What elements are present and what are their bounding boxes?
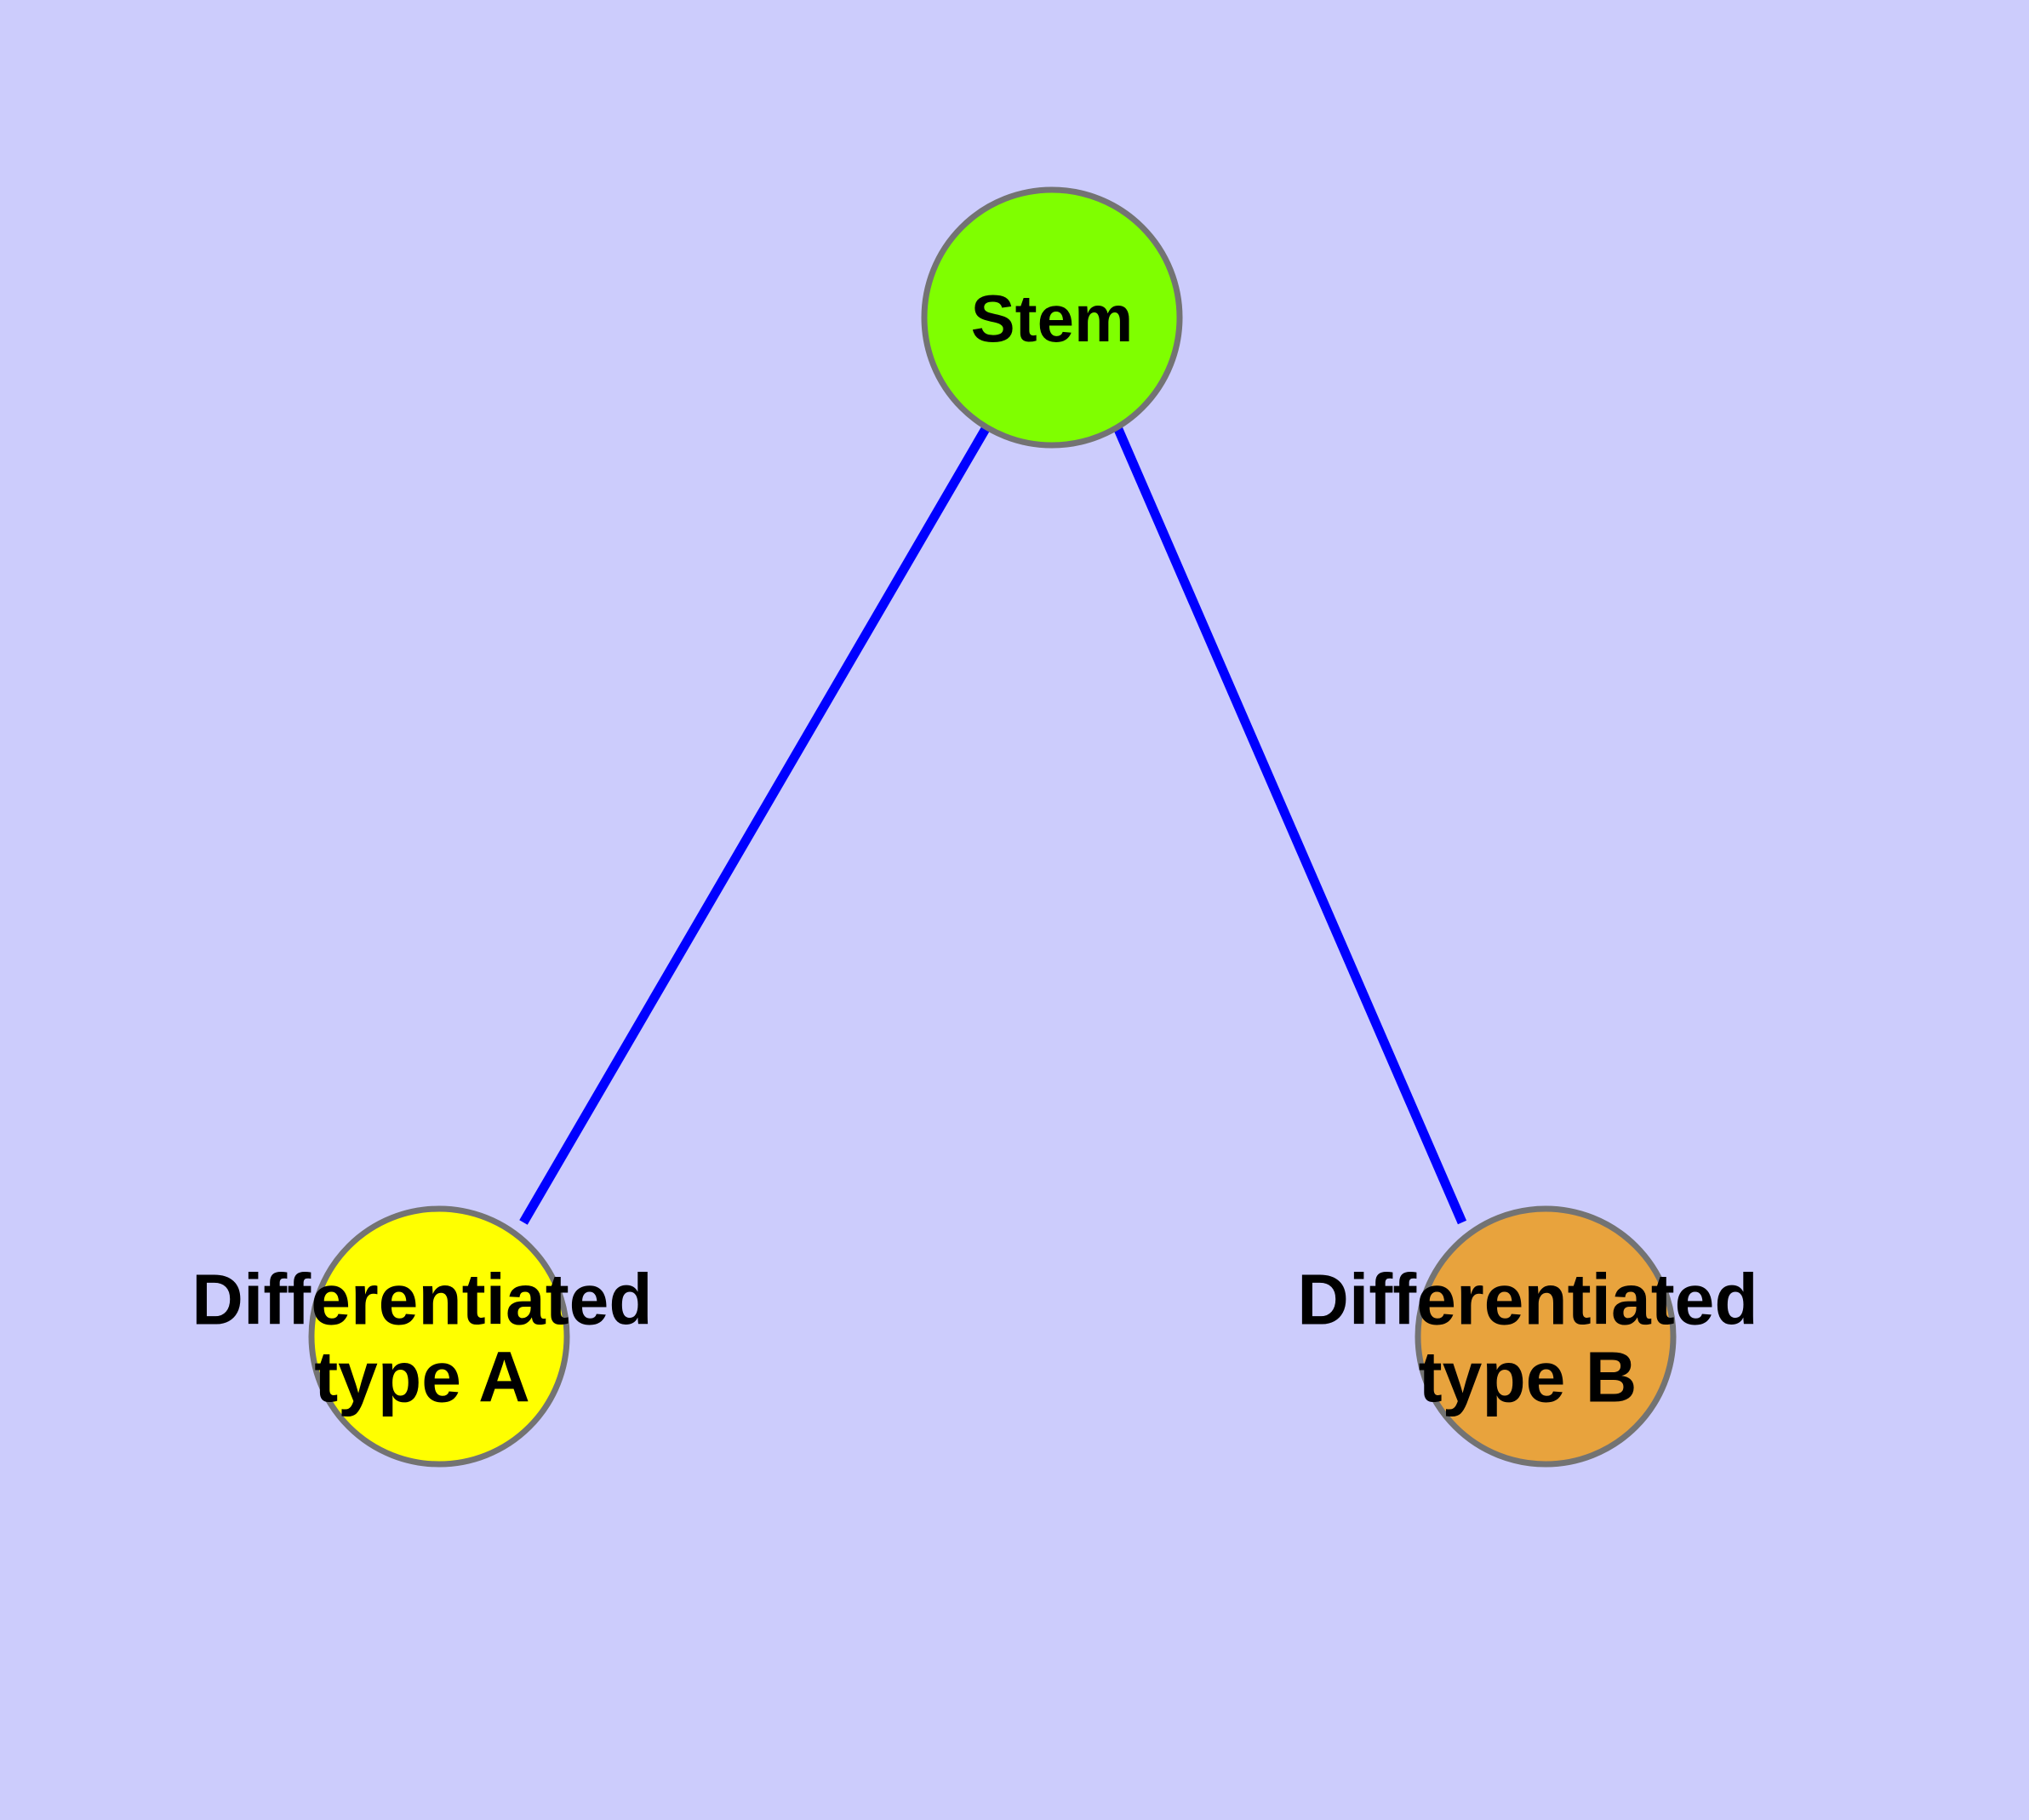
node-stem-circle[interactable]	[921, 186, 1183, 449]
edge-stem-to-diff-b[interactable]	[1112, 425, 1467, 1225]
node-diff-a-circle[interactable]	[308, 1205, 570, 1468]
node-diff-b-circle[interactable]	[1415, 1205, 1677, 1468]
edge-stem-to-diff-a[interactable]	[519, 425, 991, 1225]
